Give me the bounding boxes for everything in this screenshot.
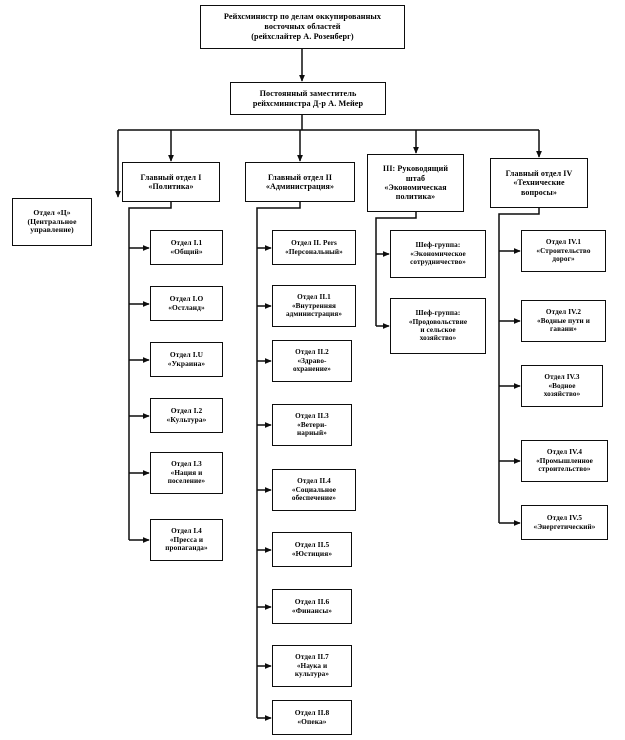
connector-spine-column-2: [256, 202, 301, 718]
node-отдел-i-u: Отдел I.U «Украина»: [150, 342, 223, 377]
node-отдел-i-o: Отдел I.O «Остланд»: [150, 286, 223, 321]
main-department-1-node: Главный отдел I «Политика»: [122, 162, 220, 202]
node-label: Отдел IV.4 «Промышленное строительство»: [536, 448, 593, 474]
main-department-2-node: Главный отдел II «Администрация»: [245, 162, 355, 202]
node-label: Отдел IV.3 «Водное хозяйство»: [543, 373, 581, 399]
node-label: Отдел IV.2 «Водные пути и гавани»: [537, 308, 590, 334]
node-отдел-ii-4: Отдел II.4 «Социальное обеспечение»: [272, 469, 356, 511]
node-отдел-iv-3: Отдел IV.3 «Водное хозяйство»: [521, 365, 603, 407]
main-department-1-node-label: Главный отдел I «Политика»: [140, 172, 202, 191]
node-label: Отдел II.3 «Ветери- нарный»: [295, 412, 329, 438]
node-отдел-ii-1: Отдел II.1 «Внутренняя администрация»: [272, 285, 356, 327]
main-department-3-node: III: Руководящий штаб «Экономическая пол…: [367, 154, 464, 212]
node-label: Отдел I.U «Украина»: [167, 349, 206, 368]
node-label: Отдел II.1 «Внутренняя администрация»: [285, 293, 343, 319]
node-label: Отдел II.4 «Социальное обеспечение»: [291, 477, 337, 503]
deputy-node-label: Постоянный заместитель рейхсминистра Д-р…: [252, 88, 364, 108]
node-label: Отдел II. Pers «Персональный»: [285, 239, 343, 256]
node-label: Отдел I.3 «Нация и поселение»: [167, 460, 206, 486]
central-office-node-label: Отдел «Ц» (Центральное управление): [27, 207, 77, 235]
main-department-3-node-label: III: Руководящий штаб «Экономическая пол…: [382, 164, 449, 202]
node-label: Отдел II.8 «Опека»: [294, 707, 330, 726]
node-отдел-ii-6: Отдел II.6 «Финансы»: [272, 589, 352, 624]
node-label: Отдел IV.1 «Строительство дорог»: [536, 238, 591, 264]
root-node: Рейхсминистр по делам оккупированных вос…: [200, 5, 405, 49]
node-label: Отдел II.6 «Финансы»: [291, 596, 333, 615]
node-шеф-группа:: Шеф-группа: «Продовольствие и сельское х…: [390, 298, 486, 354]
node-отдел-iv-1: Отдел IV.1 «Строительство дорог»: [521, 230, 606, 272]
main-department-4-node: Главный отдел IV «Технические вопросы»: [490, 158, 588, 208]
main-department-2-node-label: Главный отдел II «Администрация»: [265, 172, 335, 191]
node-label: Отдел I.2 «Культура»: [166, 405, 207, 424]
node-отдел-ii-2: Отдел II.2 «Здраво- охранение»: [272, 340, 352, 382]
node-label: Отдел I.1 «Общий»: [170, 237, 203, 256]
node-отдел-ii-7: Отдел II.7 «Наука и культура»: [272, 645, 352, 687]
node-отдел-i-1: Отдел I.1 «Общий»: [150, 230, 223, 265]
node-отдел-iv-5: Отдел IV.5 «Энергетический»: [521, 505, 608, 540]
node-label: Отдел II.2 «Здраво- охранение»: [293, 348, 331, 374]
node-отдел-i-2: Отдел I.2 «Культура»: [150, 398, 223, 433]
node-отдел-ii-5: Отдел II.5 «Юстиция»: [272, 532, 352, 567]
central-office-node: Отдел «Ц» (Центральное управление): [12, 198, 92, 246]
node-label: Шеф-группа: «Экономическое сотрудничеств…: [410, 241, 466, 267]
node-label: Отдел I.4 «Пресса и пропаганда»: [165, 527, 208, 553]
node-label: Отдел II.5 «Юстиция»: [291, 539, 333, 558]
main-department-4-node-label: Главный отдел IV «Технические вопросы»: [505, 168, 573, 197]
node-отдел-ii-3: Отдел II.3 «Ветери- нарный»: [272, 404, 352, 446]
node-label: Отдел IV.5 «Энергетический»: [533, 514, 596, 531]
node-отдел-i-4: Отдел I.4 «Пресса и пропаганда»: [150, 519, 223, 561]
node-отдел-i-3: Отдел I.3 «Нация и поселение»: [150, 452, 223, 494]
node-label: Шеф-группа: «Продовольствие и сельское х…: [408, 309, 468, 343]
root-node-label: Рейхсминистр по делам оккупированных вос…: [223, 12, 382, 41]
node-отдел-ii--pers: Отдел II. Pers «Персональный»: [272, 230, 356, 265]
node-отдел-iv-2: Отдел IV.2 «Водные пути и гавани»: [521, 300, 606, 342]
node-шеф-группа:: Шеф-группа: «Экономическое сотрудничеств…: [390, 230, 486, 278]
deputy-node: Постоянный заместитель рейхсминистра Д-р…: [230, 82, 386, 115]
node-отдел-ii-8: Отдел II.8 «Опека»: [272, 700, 352, 735]
node-label: Отдел II.7 «Наука и культура»: [294, 653, 330, 679]
node-label: Отдел I.O «Остланд»: [168, 293, 205, 312]
node-отдел-iv-4: Отдел IV.4 «Промышленное строительство»: [521, 440, 608, 482]
